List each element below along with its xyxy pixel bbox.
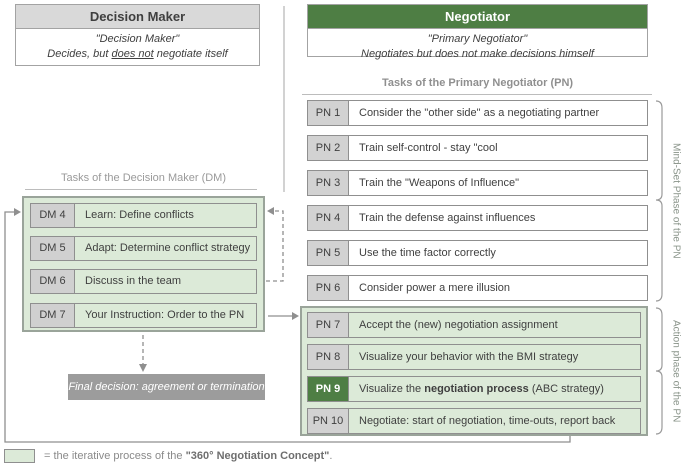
loop-arrowhead-icon (14, 208, 21, 216)
pn-task-label: Visualize the negotiation process (ABC s… (359, 383, 604, 395)
pn-task-row: PN 4 Train the defense against influence… (307, 205, 648, 231)
pn-task-id: PN 4 (308, 206, 349, 230)
pn-task-row: PN 8 Visualize your behavior with the BM… (307, 344, 641, 370)
pn-task-label: Accept the (new) negotiation assignment (359, 319, 558, 331)
pn-task-label: Visualize your behavior with the BMI str… (359, 351, 579, 363)
pn-task-id: PN 7 (308, 313, 349, 337)
pn-task-id: PN 9 (308, 377, 349, 401)
legend-swatch (4, 449, 35, 463)
action-brace-icon (655, 307, 663, 435)
dm-task-row: DM 6 Discuss in the team (30, 269, 257, 294)
pn-task-row: PN 2 Train self-control - stay "cool (307, 135, 648, 161)
pn-heading-rule (302, 94, 652, 95)
dm-task-label: Discuss in the team (85, 275, 181, 287)
dm-task-id: DM 4 (31, 204, 75, 227)
pn-task-id: PN 1 (308, 101, 349, 125)
dm7-to-pn7-arrowhead-icon (292, 312, 299, 320)
pn-task-label: Train self-control - stay "cool (359, 142, 498, 154)
pn-task-id: PN 8 (308, 345, 349, 369)
decision-maker-description: "Decision Maker" Decides, but does not n… (16, 29, 259, 62)
pn-task-row: PN 7 Accept the (new) negotiation assign… (307, 312, 641, 338)
pn-task-row: PN 1 Consider the "other side" as a nego… (307, 100, 648, 126)
negotiator-description: "Primary Negotiator" Negotiates but does… (308, 29, 647, 62)
dm-task-row: DM 5 Adapt: Determine conflict strategy (30, 236, 257, 261)
dm-task-id: DM 7 (31, 304, 75, 327)
pn-task-label: Train the defense against influences (359, 212, 536, 224)
dm-task-label: Learn: Define conflicts (85, 209, 194, 221)
pn-task-id: PN 6 (308, 276, 349, 300)
legend-text: = the iterative process of the "360° Neg… (44, 450, 333, 462)
pn-task-row: PN 3 Train the "Weapons of Influence" (307, 170, 648, 196)
decision-maker-box: Decision Maker "Decision Maker" Decides,… (15, 4, 260, 66)
negotiator-box: Negotiator "Primary Negotiator" Negotiat… (307, 4, 648, 60)
mindset-phase-label: Mind-Set Phase of the PN (670, 142, 682, 259)
dm-task-id: DM 6 (31, 270, 75, 293)
pn-task-id: PN 2 (308, 136, 349, 160)
dm-tasks-heading: Tasks of the Decision Maker (DM) (60, 172, 227, 184)
dm-task-label: Adapt: Determine conflict strategy (85, 242, 251, 254)
negotiator-subtitle: Negotiates but does not make decisions h… (361, 48, 594, 60)
pn-task-label: Consider the "other side" as a negotiati… (359, 107, 600, 119)
mindset-brace-icon (655, 100, 663, 302)
dm-task-label: Your Instruction: Order to the PN (85, 309, 245, 321)
dm-task-row: DM 4 Learn: Define conflicts (30, 203, 257, 228)
pn-task-row: PN 6 Consider power a mere illusion (307, 275, 648, 301)
decision-maker-subtitle: Decides, but does not negotiate itself (47, 48, 228, 60)
decision-maker-quote: "Decision Maker" (95, 33, 180, 45)
dm6-to-dm4-dashed-line (266, 210, 284, 282)
pn-task-label: Use the time factor correctly (359, 247, 496, 259)
pn-task-label: Train the "Weapons of Influence" (359, 177, 520, 189)
pn-task-id: PN 5 (308, 241, 349, 265)
pn-tasks-heading: Tasks of the Primary Negotiator (PN) (381, 77, 574, 89)
dm6-to-dm4-arrowhead-icon (267, 207, 274, 215)
pn-task-label: Negotiate: start of negotiation, time-ou… (359, 415, 616, 427)
dm-heading-rule (25, 189, 257, 190)
pn-task-label: Consider power a mere illusion (359, 282, 511, 294)
action-phase-label: Action phase of the PN (670, 319, 682, 423)
negotiator-quote: "Primary Negotiator" (427, 33, 528, 45)
pn-task-row: PN 10 Negotiate: start of negotiation, t… (307, 408, 641, 434)
dm-to-final-arrowhead-icon (139, 364, 147, 372)
final-decision-box: Final decision: agreement or termination (68, 374, 265, 400)
dm-task-row: DM 7 Your Instruction: Order to the PN (30, 303, 257, 328)
dm-task-id: DM 5 (31, 237, 75, 260)
pn-task-id: PN 10 (308, 409, 349, 433)
decision-maker-title: Decision Maker (16, 5, 259, 29)
pn-task-id: PN 3 (308, 171, 349, 195)
pn-task-row-highlighted: PN 9 Visualize the negotiation process (… (307, 376, 641, 402)
pn-task-row: PN 5 Use the time factor correctly (307, 240, 648, 266)
negotiator-title: Negotiator (308, 5, 647, 29)
